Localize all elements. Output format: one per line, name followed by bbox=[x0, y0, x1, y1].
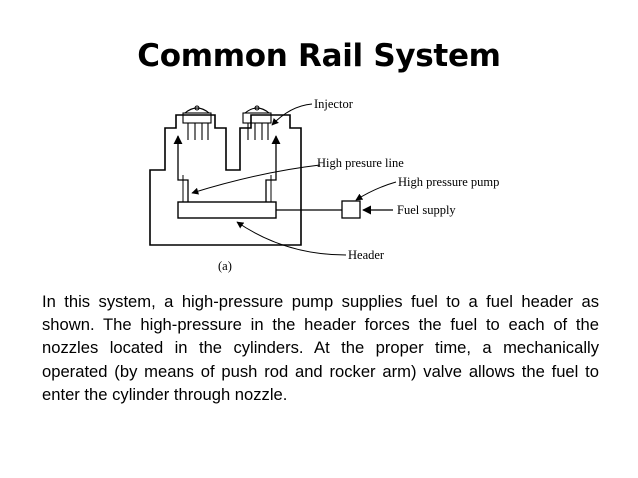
body-paragraph: In this system, a high-pressure pump sup… bbox=[42, 292, 599, 404]
header-channel bbox=[182, 175, 272, 202]
injector-leader bbox=[271, 103, 313, 126]
label-high-pressure-pump: High pressure pump bbox=[398, 175, 499, 189]
slide-title: Common Rail System bbox=[137, 38, 501, 74]
high-pressure-pump bbox=[341, 200, 361, 219]
engine-block-outline bbox=[149, 114, 302, 246]
label-high-pressure-line: High presure line bbox=[317, 156, 404, 170]
header-rail bbox=[177, 201, 277, 219]
label-fuel-supply: Fuel supply bbox=[397, 203, 456, 217]
high-pressure-pump-leader bbox=[355, 181, 397, 201]
injector-right bbox=[242, 105, 272, 140]
header-leader bbox=[236, 221, 347, 256]
injector-left bbox=[182, 105, 212, 140]
label-injector: Injector bbox=[314, 97, 354, 111]
high-pressure-line-leader bbox=[191, 164, 321, 195]
label-header: Header bbox=[348, 248, 385, 262]
label-caption: (a) bbox=[218, 259, 232, 273]
